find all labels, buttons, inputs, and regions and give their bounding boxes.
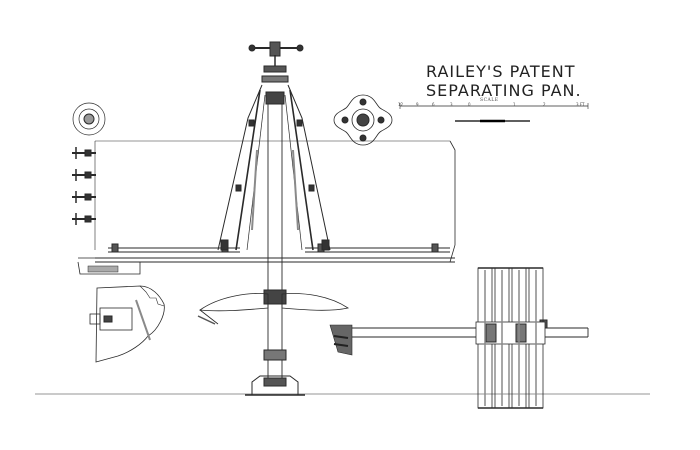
scale-tick-label: 12 xyxy=(398,102,404,107)
scale-tick-label: 9 xyxy=(416,102,419,107)
drawing-title-line-1: RAILEY'S PATENT xyxy=(426,62,576,81)
footstep-bearing xyxy=(245,375,305,396)
scale-tick-label: 2 xyxy=(543,102,546,107)
central-column xyxy=(217,41,331,380)
pan-vessel xyxy=(77,140,456,275)
scale-label: SCALE xyxy=(480,98,499,103)
scale-tick-label: 3 xyxy=(450,102,453,107)
scale-tick-label: 1 xyxy=(513,102,516,107)
bevel-wheel-section xyxy=(197,293,350,325)
scale-bar xyxy=(399,103,589,123)
bevel-gear xyxy=(329,324,353,356)
pulleys xyxy=(475,267,546,409)
horizontal-shaft xyxy=(352,319,589,338)
drawing-title-line-2: SEPARATING PAN. xyxy=(426,81,582,100)
scale-tick-label: 3 FT xyxy=(576,102,585,107)
side-cocks xyxy=(72,147,96,225)
cover-detail xyxy=(89,285,165,363)
scale-tick-label: 0 xyxy=(468,102,471,107)
flange-detail xyxy=(333,94,393,146)
washer-detail xyxy=(72,102,106,136)
scale-tick-label: 6 xyxy=(432,102,435,107)
